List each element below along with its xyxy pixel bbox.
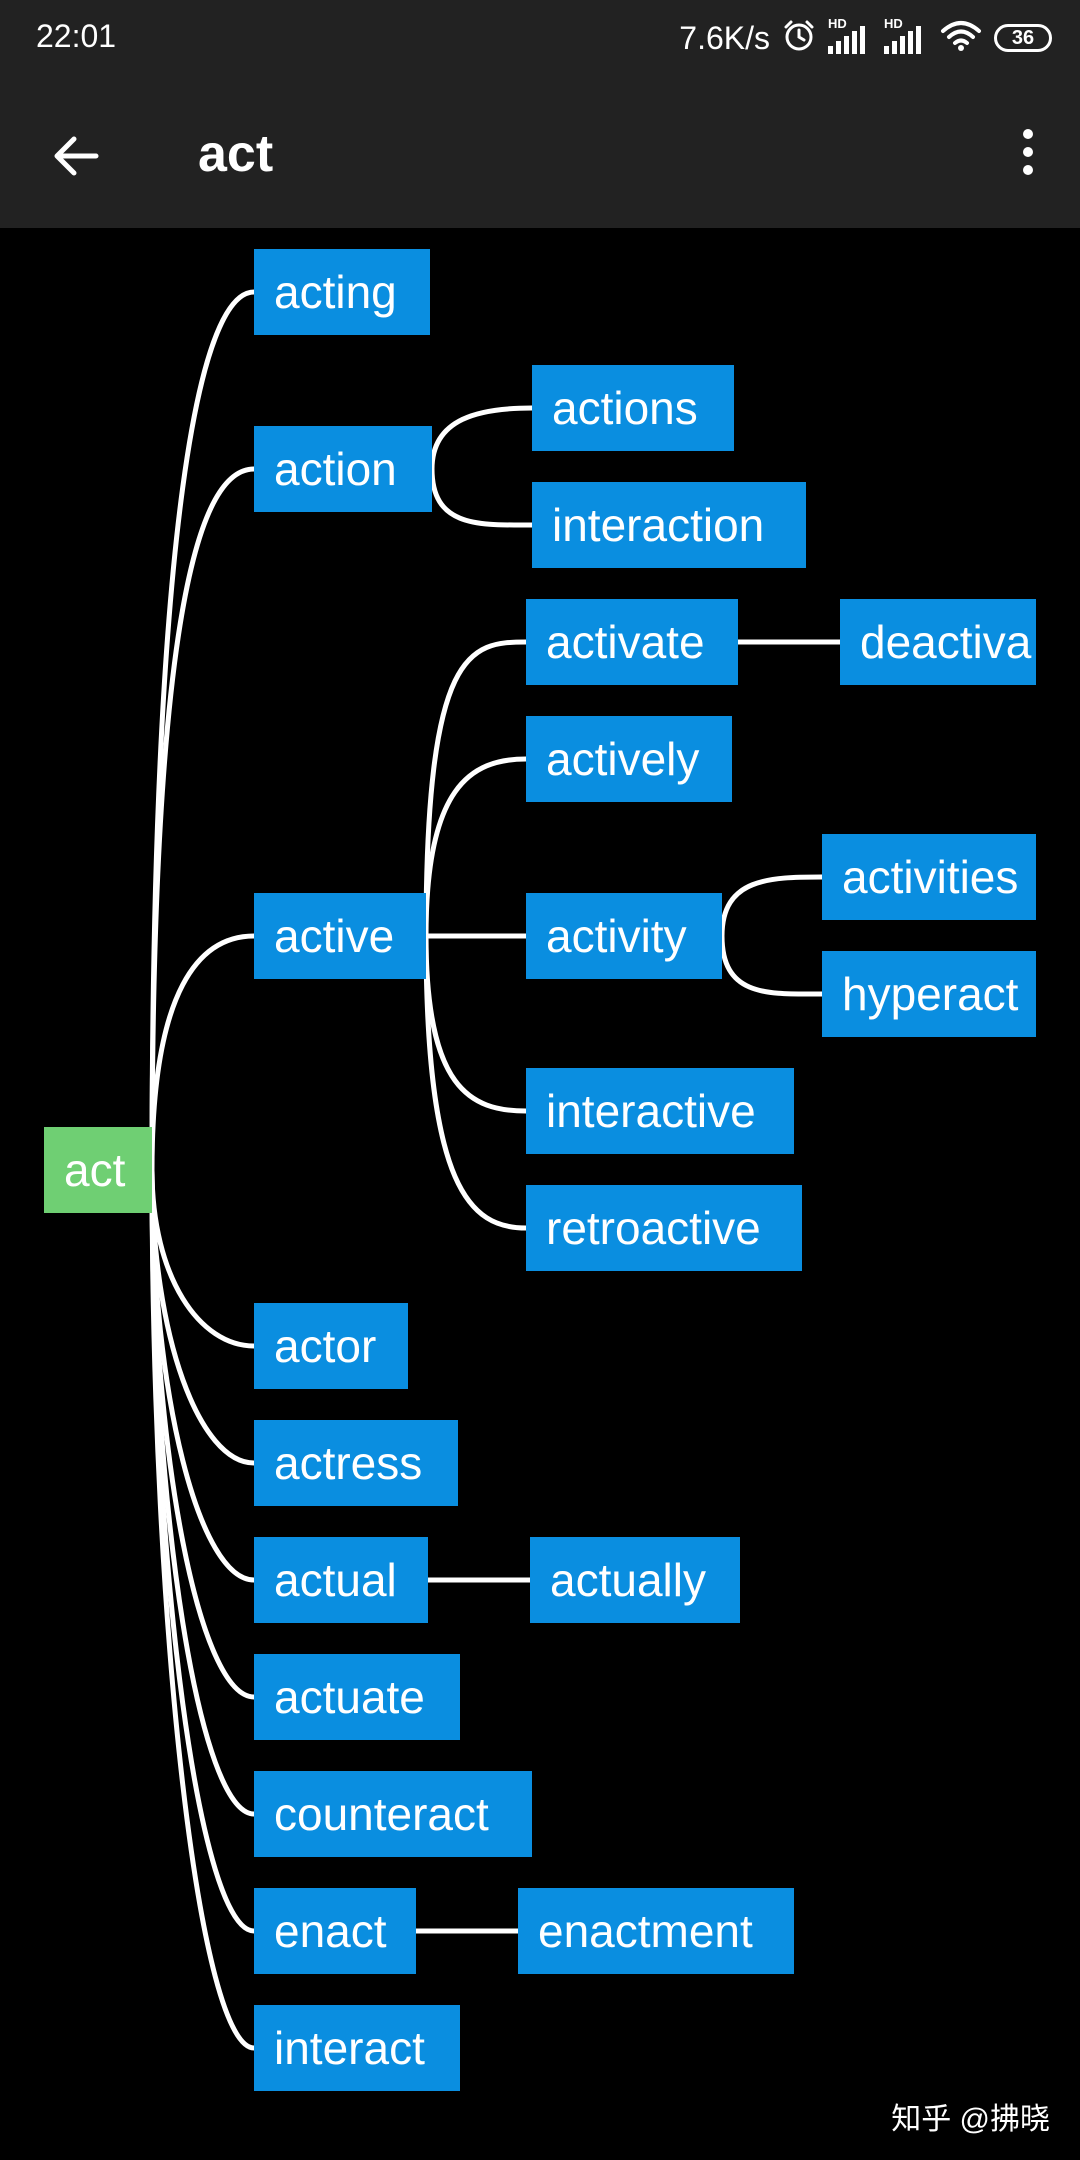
arrow-left-icon — [54, 136, 99, 176]
watermark: 知乎 @拂晓 — [891, 2103, 1050, 2136]
node-enact[interactable]: enact — [254, 1888, 416, 1974]
status-icons: 7.6K/s HD HD 36 — [679, 14, 1052, 62]
wifi-icon — [940, 19, 982, 58]
battery-icon: 36 — [994, 24, 1052, 52]
node-actually[interactable]: actually — [530, 1537, 740, 1623]
more-options-button[interactable] — [996, 116, 1060, 188]
back-button[interactable] — [40, 120, 112, 192]
node-enactment[interactable]: enactment — [518, 1888, 794, 1974]
node-hyperactivity[interactable]: hyperact — [822, 951, 1036, 1037]
edge-activity-hyperactivity — [719, 935, 823, 997]
network-speed: 7.6K/s — [679, 19, 770, 56]
node-actively[interactable]: actively — [526, 716, 732, 802]
edge-active-interactive — [423, 935, 527, 1114]
node-activate[interactable]: activate — [526, 599, 738, 685]
node-activity[interactable]: activity — [526, 893, 722, 979]
more-vertical-icon — [1023, 129, 1033, 139]
edge-act-interact — [149, 1169, 255, 2051]
node-acting[interactable]: acting — [254, 249, 430, 335]
edge-active-retroactive — [423, 935, 527, 1231]
root-node[interactable]: act — [44, 1127, 152, 1213]
node-active[interactable]: active — [254, 893, 426, 979]
node-activities[interactable]: activities — [822, 834, 1036, 920]
node-interaction[interactable]: interaction — [532, 482, 806, 568]
hd-signal-icon: HD — [828, 16, 872, 56]
edge-act-enact — [149, 1169, 255, 1934]
word-tree: act acting action actions interaction ac… — [0, 228, 1080, 2160]
node-deactivate[interactable]: deactiva — [840, 599, 1036, 685]
edge-activity-activities — [719, 874, 823, 937]
node-retroactive[interactable]: retroactive — [526, 1185, 802, 1271]
edge-active-activate — [423, 639, 527, 937]
edge-act-active — [149, 933, 255, 1171]
page-title: act — [198, 125, 274, 183]
node-actuate[interactable]: actuate — [254, 1654, 460, 1740]
edge-active-actively — [423, 756, 527, 937]
edge-action-interaction — [429, 468, 533, 528]
edge-act-action — [149, 466, 255, 1171]
tree-edges — [149, 289, 840, 2051]
node-counteract[interactable]: counteract — [254, 1771, 532, 1857]
status-time: 22:01 — [36, 18, 117, 54]
node-interact[interactable]: interact — [254, 2005, 460, 2091]
node-interactive[interactable]: interactive — [526, 1068, 794, 1154]
alarm-icon — [782, 19, 816, 58]
hd-signal-icon: HD — [884, 16, 928, 56]
node-actual[interactable]: actual — [254, 1537, 428, 1623]
app-bar: act — [0, 76, 1080, 228]
node-actions[interactable]: actions — [532, 365, 734, 451]
node-actress[interactable]: actress — [254, 1420, 458, 1506]
edge-action-actions — [429, 405, 533, 470]
node-actor[interactable]: actor — [254, 1303, 408, 1389]
node-action[interactable]: action — [254, 426, 432, 512]
edge-act-actress — [149, 1169, 255, 1466]
status-bar: 22:01 7.6K/s HD HD 36 — [0, 0, 1080, 76]
